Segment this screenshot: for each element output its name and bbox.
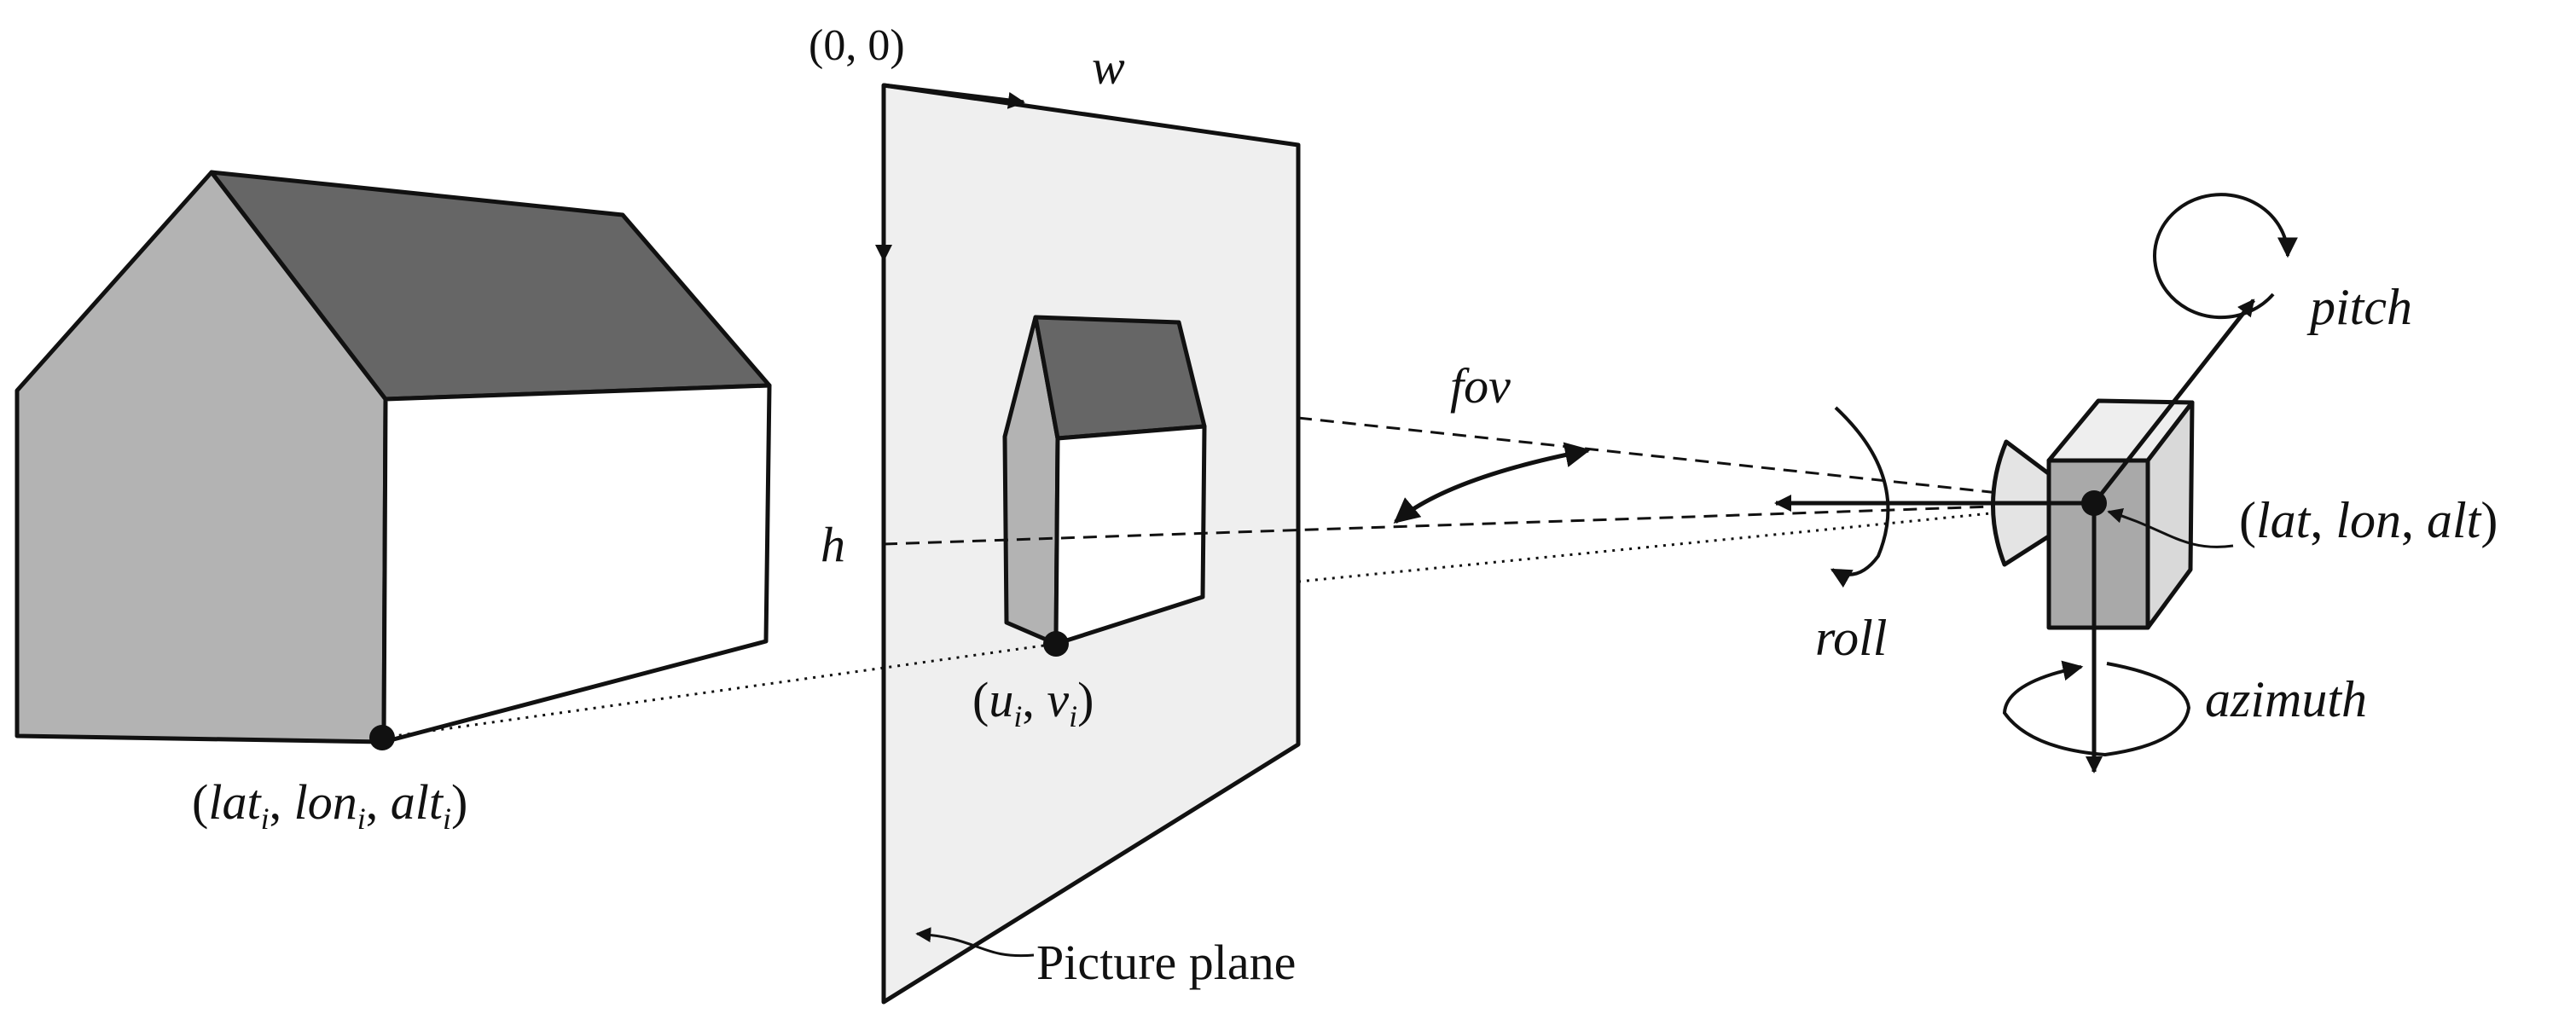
width-axis-arrow <box>883 83 1025 109</box>
optical-axis-ray <box>883 501 2095 546</box>
camera <box>1991 398 2195 630</box>
height-label: h <box>821 517 845 572</box>
fov-label: fov <box>1450 358 1511 414</box>
house <box>15 170 772 744</box>
fov-arc <box>1393 442 1591 524</box>
projected-house-roof <box>1033 315 1207 441</box>
camera-center-dot <box>2081 490 2107 516</box>
azimuth-rotation-icon <box>2002 660 2191 757</box>
projection-ray-image-to-camera <box>1297 501 2095 583</box>
roll-label: roll <box>1815 610 1887 666</box>
picture-plane-label: Picture plane <box>1036 935 1296 990</box>
picture-plane-leader <box>915 927 1035 958</box>
projected-house <box>1002 315 1207 646</box>
origin-label: (0, 0) <box>809 21 905 70</box>
world-point-dot <box>369 725 395 750</box>
fov-ray-top <box>1297 416 2095 505</box>
pitch-label: pitch <box>2306 279 2412 335</box>
image-point-label: (ui, vi) <box>972 672 1094 733</box>
house-front-wall <box>381 383 772 744</box>
camera-position-leader <box>2107 507 2234 548</box>
azimuth-label: azimuth <box>2205 671 2367 727</box>
roll-rotation-icon <box>1830 406 1890 588</box>
pitch-axis-arrow <box>2092 298 2255 505</box>
world-point-label: (lati, loni, alti) <box>192 774 467 836</box>
width-label: w <box>1092 39 1125 95</box>
pitch-rotation-icon <box>2153 193 2298 320</box>
camera-front-face <box>2046 458 2150 630</box>
image-point-dot <box>1043 631 1069 657</box>
projection-ray-world-to-image <box>381 642 1057 739</box>
camera-position-label: (lat, lon, alt) <box>2239 492 2498 548</box>
